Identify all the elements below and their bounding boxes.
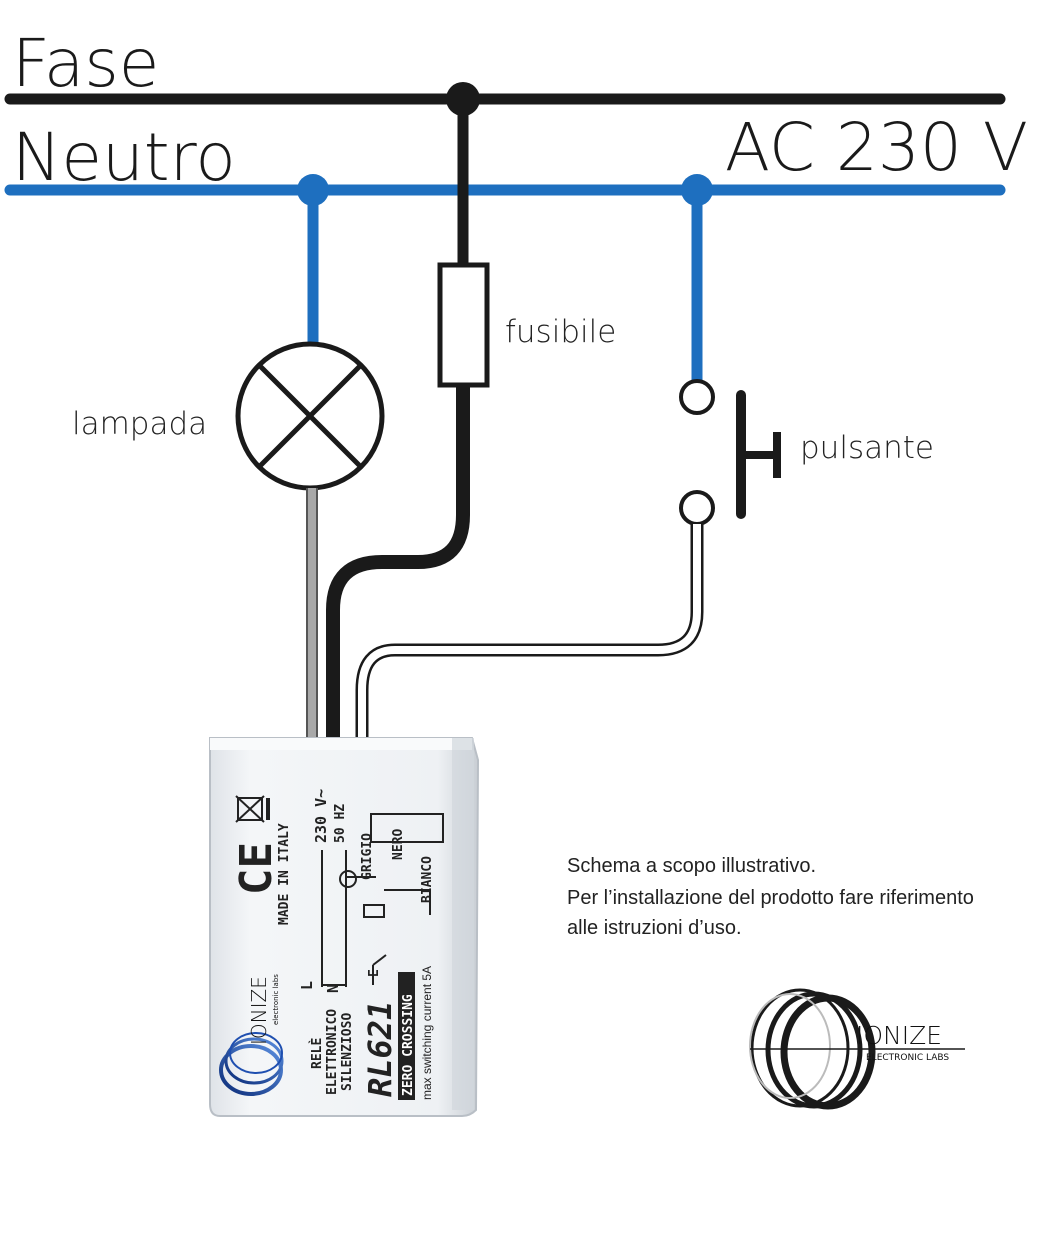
made-in-label: MADE IN ITALY — [277, 823, 292, 925]
device-frequency: 50 HZ — [333, 804, 348, 843]
device-brand-text: IONIZE — [247, 976, 271, 1045]
neutral-junction-lamp — [297, 174, 329, 206]
device-brand-sub: electronic labs — [272, 974, 280, 1025]
terminal-e: E — [367, 969, 382, 977]
device-voltage: 230 V~ — [312, 789, 330, 843]
button-terminal-bottom — [679, 490, 715, 526]
note-line-1: Schema a scopo illustrativo. — [567, 855, 816, 877]
note-line-2: Per l’installazione del prodotto fare ri… — [567, 887, 974, 909]
terminal-l: L — [298, 981, 316, 990]
device-model: RL621 — [361, 1001, 399, 1097]
neutral-junction-button — [681, 174, 713, 206]
zero-crossing-badge — [398, 972, 415, 1100]
relay-top-edge — [210, 738, 472, 750]
wire-grigio-label: GRIGIO — [360, 833, 375, 880]
voltage-label: AC 230 V — [725, 109, 1028, 186]
note-line-3: alle istruzioni d’uso. — [567, 917, 742, 939]
wire-bianco-label: BIANCO — [420, 856, 435, 903]
button-label: pulsante — [800, 430, 934, 466]
relay-side-edge — [452, 738, 474, 1110]
weee-bin-icon — [235, 795, 270, 823]
lamp-label: lampada — [72, 406, 207, 442]
fuse-symbol — [437, 262, 490, 388]
logo-brand-text: IONIZE — [856, 1021, 942, 1050]
max-current-label: max switching current 5A — [420, 966, 434, 1100]
ionize-logo: IONIZE ELECTRONIC LABS — [749, 988, 965, 1110]
relay-device: CE MADE IN ITALY 230 V~ 50 HZ GRIGIO NER… — [209, 737, 480, 1117]
phase-junction — [446, 82, 480, 116]
lamp-cross-b — [257, 363, 363, 469]
device-desc-2: ELETTRONICO — [325, 1009, 340, 1095]
zero-crossing-label: ZERO CROSSING — [401, 994, 416, 1096]
wire-nero-label: NERO — [391, 829, 406, 860]
terminal-n: N — [324, 984, 342, 993]
black-wire-nero — [326, 385, 470, 755]
neutral-label: Neutro — [12, 119, 236, 196]
ce-mark: CE — [231, 842, 282, 895]
logo-sub-text: ELECTRONIC LABS — [866, 1053, 949, 1063]
phase-label: Fase — [12, 25, 159, 102]
button-terminal-top — [679, 379, 715, 415]
device-desc-3: SILENZIOSO — [340, 1013, 355, 1091]
device-desc-1: RELÈ — [309, 1038, 325, 1069]
device-brand-logo: IONIZE electronic labs — [219, 974, 284, 1096]
white-wire-bianco — [358, 524, 701, 752]
device-schematic — [321, 813, 444, 987]
fuse-label: fusibile — [505, 314, 616, 350]
